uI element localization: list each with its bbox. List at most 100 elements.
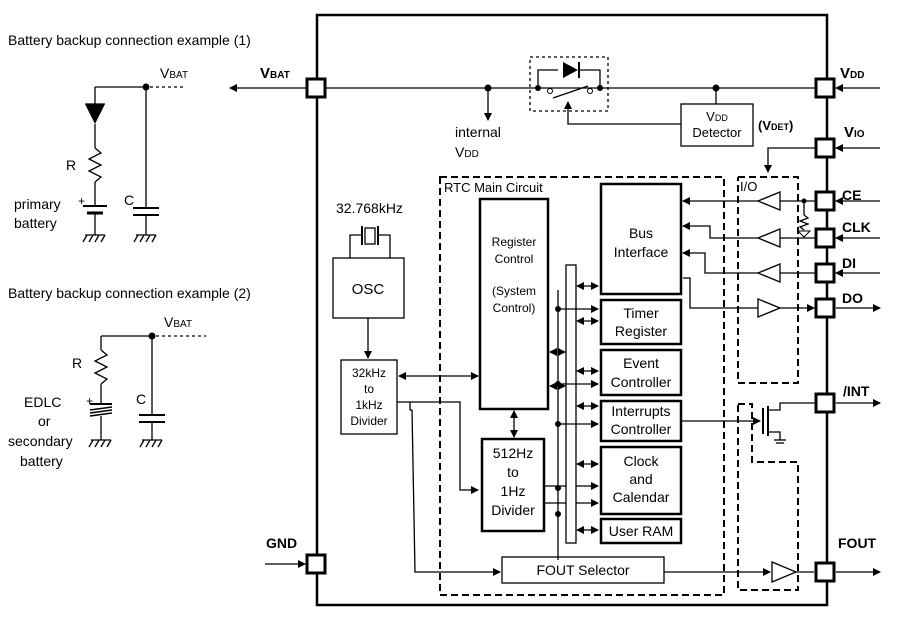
svg-text:R: R — [72, 355, 82, 371]
io-frame — [737, 176, 799, 384]
svg-text:to: to — [364, 382, 374, 396]
svg-text:1kHz: 1kHz — [355, 398, 382, 412]
bus-arrows — [549, 282, 599, 534]
svg-text:GND: GND — [266, 535, 297, 551]
vdd-detector-block — [680, 103, 754, 147]
ground-icon — [139, 439, 163, 448]
interrupts-controller-block — [599, 399, 683, 443]
svg-text:Detector: Detector — [692, 125, 742, 140]
svg-text:Interface: Interface — [614, 244, 669, 260]
clk-input-buffer — [682, 222, 816, 248]
user-ram-block — [599, 517, 683, 545]
ex1-vbat-label: VBAT — [160, 65, 188, 81]
svg-text:Controller: Controller — [611, 421, 672, 437]
pin-di: DI — [814, 255, 880, 284]
pin-gnd: GND — [265, 535, 327, 575]
pin-clk: CLK — [814, 219, 880, 249]
svg-text:secondary: secondary — [8, 433, 73, 449]
pin-fout: FOUT — [814, 535, 881, 583]
timer-register-block — [599, 298, 683, 346]
resistor-icon — [93, 349, 109, 385]
svg-text:Register: Register — [615, 323, 667, 339]
ce-input-buffer — [682, 191, 816, 238]
ex2-vbat-label: VBAT — [164, 314, 192, 330]
ground-icon — [82, 234, 106, 243]
svg-text:and: and — [629, 471, 652, 487]
svg-text:Event: Event — [623, 355, 659, 371]
pin-vio: VIO — [814, 124, 880, 159]
pin-vdd: VDD — [814, 65, 880, 99]
svg-text:primary: primary — [14, 196, 61, 212]
svg-text:Calendar: Calendar — [613, 489, 670, 505]
svg-text:Interrupts: Interrupts — [611, 403, 670, 419]
svg-text:Clock: Clock — [623, 453, 659, 469]
svg-text:DI: DI — [842, 255, 856, 271]
battery-example-2: Battery backup connection example (2) VB… — [8, 285, 251, 469]
svg-text:OSC: OSC — [352, 281, 385, 298]
pin-label-vbat: VBAT — [260, 65, 290, 82]
svg-text:Timer: Timer — [623, 305, 659, 321]
svg-text:1Hz: 1Hz — [501, 483, 526, 499]
svg-text:32kHz: 32kHz — [352, 366, 386, 380]
svg-text:C: C — [136, 391, 146, 407]
svg-text:to: to — [507, 464, 519, 480]
svg-text:C: C — [124, 192, 134, 208]
crystal-frequency-label: 32.768kHz — [336, 200, 403, 216]
svg-text:Divider: Divider — [491, 502, 535, 518]
svg-text:512Hz: 512Hz — [493, 445, 533, 461]
pin-vbat — [305, 77, 327, 99]
svg-text:CE: CE — [842, 187, 861, 203]
svg-text:DO: DO — [842, 290, 863, 306]
example-1-title: Battery backup connection example (1) — [8, 32, 251, 48]
resistor-icon — [87, 147, 103, 183]
pin-int: /INT — [814, 383, 881, 414]
register-control-block — [478, 197, 550, 411]
ex1-r-label: R — [66, 157, 76, 173]
svg-text:VDD: VDD — [840, 65, 864, 82]
event-controller-block — [599, 348, 683, 397]
internal-bus — [565, 264, 577, 544]
diode-icon — [85, 104, 105, 124]
rtc-main-label: RTC Main Circuit — [444, 180, 543, 195]
edlc-icon — [89, 403, 113, 417]
svg-text:+: + — [78, 194, 85, 208]
svg-text:Controller: Controller — [611, 374, 672, 390]
ground-icon — [133, 234, 157, 243]
svg-text:+: + — [86, 394, 93, 408]
svg-text:battery: battery — [20, 453, 63, 469]
svg-text:or: or — [38, 413, 51, 429]
rtc-main-circuit-frame — [439, 176, 725, 596]
pin-do: DO — [814, 290, 881, 319]
vdet-label: (VDET) — [758, 118, 793, 133]
pulldown-resistor-icon — [798, 214, 810, 231]
svg-text:(System: (System — [492, 284, 536, 298]
diode-icon — [563, 62, 578, 78]
svg-text:FOUT: FOUT — [838, 535, 877, 551]
int-transistor-icon — [681, 402, 816, 444]
battery-example-1: Battery backup connection example (1) VB… — [8, 32, 251, 243]
svg-text:FOUT Selector: FOUT Selector — [536, 562, 629, 578]
di-input-buffer — [682, 249, 816, 283]
fout-selector-block — [501, 556, 665, 584]
fout-output-buffer — [771, 561, 814, 583]
example-2-title: Battery backup connection example (2) — [8, 285, 251, 301]
crystal-icon — [349, 226, 391, 258]
ground-icon — [88, 439, 112, 448]
svg-text:Divider: Divider — [350, 414, 387, 428]
divider-512hz-block — [480, 437, 546, 533]
do-output-buffer — [683, 277, 815, 318]
internal-vdd-label: internal — [455, 124, 501, 140]
svg-text:battery: battery — [14, 215, 57, 231]
svg-text:Control): Control) — [493, 301, 536, 315]
svg-text:User RAM: User RAM — [609, 523, 674, 539]
pin-ce: CE — [814, 187, 880, 212]
io-label: I/O — [740, 179, 757, 194]
clock-calendar-block — [599, 445, 683, 516]
bus-interface-block — [599, 182, 683, 296]
divider-32khz-block — [340, 359, 398, 435]
svg-text:/INT: /INT — [843, 383, 870, 399]
svg-text:CLK: CLK — [842, 219, 871, 235]
svg-text:Bus: Bus — [629, 225, 653, 241]
svg-text:VDD: VDD — [706, 109, 728, 124]
